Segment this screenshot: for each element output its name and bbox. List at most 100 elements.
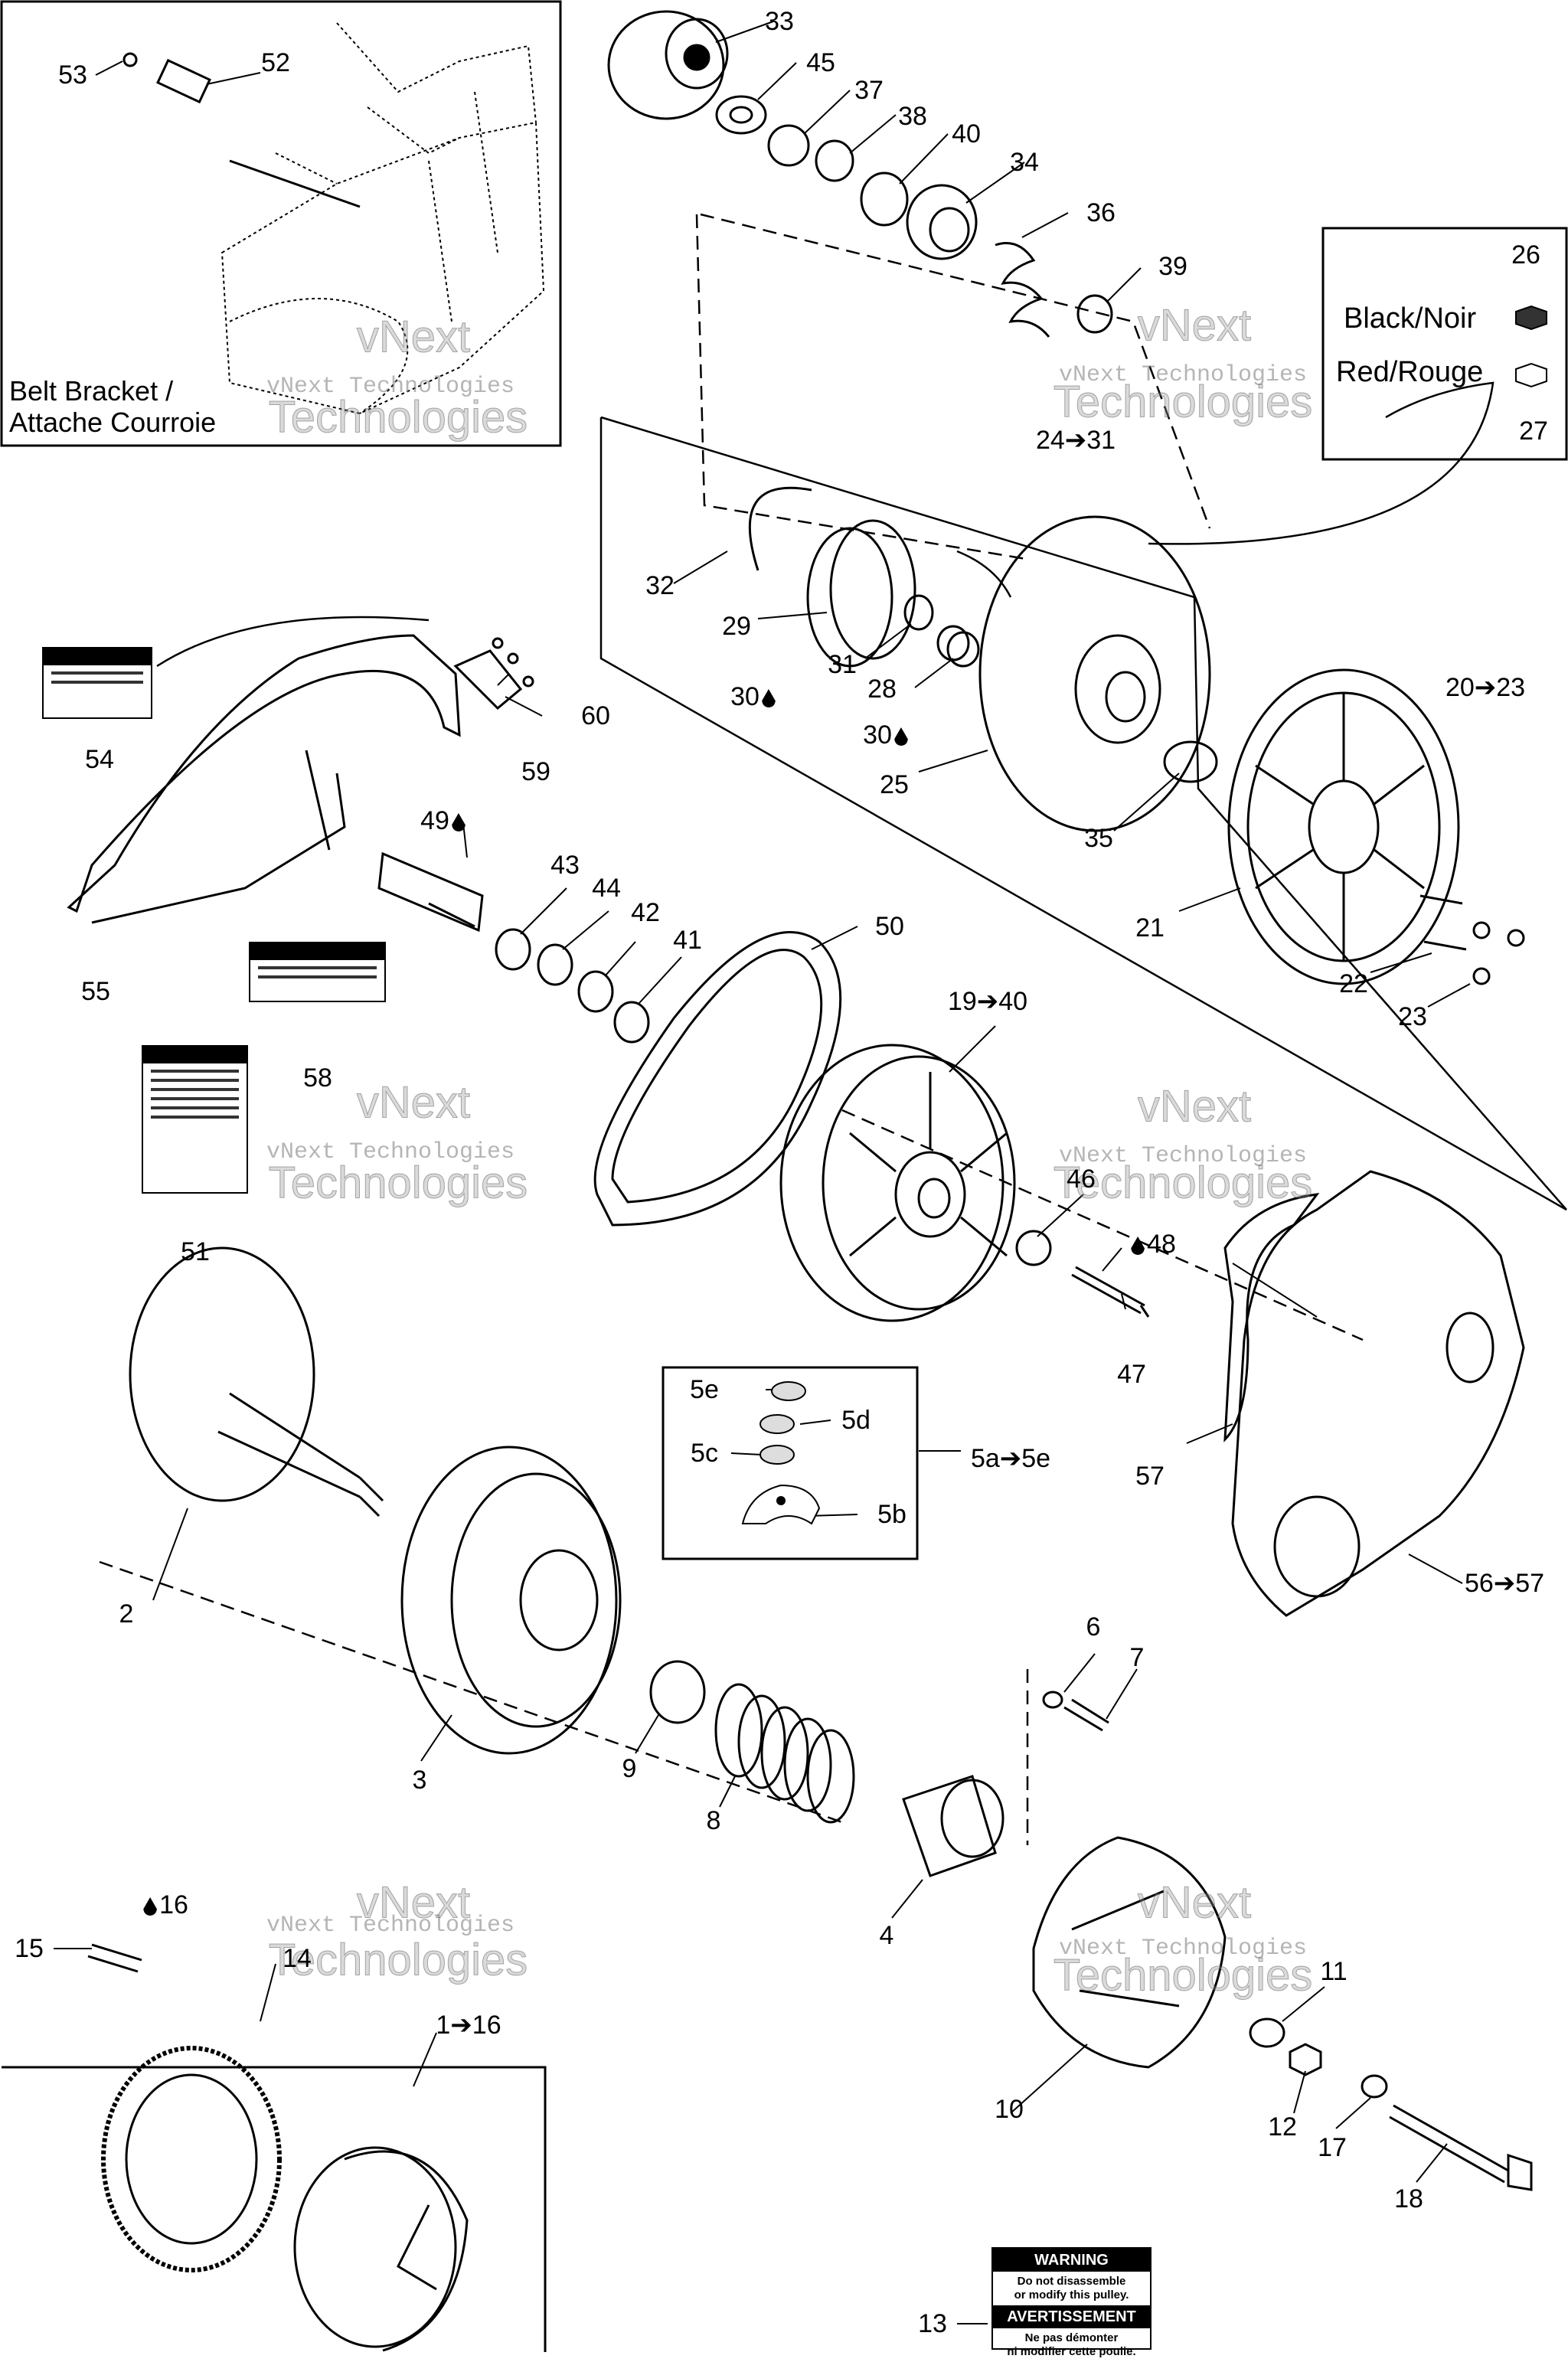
watermark-text: Technologies (268, 1935, 528, 1985)
part-label-28: 28 (867, 675, 897, 704)
part-label-8: 8 (706, 1806, 721, 1835)
kit-5-parts (741, 1381, 821, 1525)
part-57-seal (1223, 1193, 1320, 1442)
part-17 (1361, 2074, 1388, 2099)
part-37 (767, 124, 810, 167)
part-label-6: 6 (1086, 1612, 1101, 1642)
grease-drop-icon (1131, 1237, 1145, 1256)
part-label-11: 11 (1320, 1957, 1348, 1986)
grease-drop-icon (451, 813, 466, 832)
part-label-39: 39 (1158, 252, 1187, 281)
part-label-21: 21 (1135, 913, 1165, 943)
decal-51 (142, 1045, 248, 1194)
bracket-part-52 (156, 58, 211, 104)
part-40 (860, 172, 909, 227)
part-label-54: 54 (85, 745, 114, 774)
grease-drop-icon (761, 689, 776, 708)
part-60 (492, 637, 534, 688)
part-label-57: 57 (1135, 1462, 1165, 1491)
legend-label-red: Red/Rouge (1336, 356, 1484, 388)
part-18-bolt (1389, 2104, 1533, 2191)
watermark-text: Technologies (1053, 377, 1313, 427)
part-label-12: 12 (1268, 2112, 1297, 2141)
part-label-5e: 5e (690, 1375, 719, 1404)
part-47-bolt (1071, 1266, 1150, 1318)
part-label-56-57: 56➔57 (1464, 1569, 1545, 1598)
part-label-1-16: 1➔16 (436, 2011, 501, 2040)
part-43 (495, 928, 531, 971)
part-11 (1249, 2017, 1285, 2048)
part-32 (748, 486, 812, 571)
part-23-nuts (1472, 921, 1525, 985)
part-10 (1032, 1836, 1227, 2069)
part-9 (649, 1660, 706, 1724)
part-21 (1227, 668, 1460, 985)
nut-53 (122, 52, 138, 67)
part-label-55: 55 (81, 977, 110, 1006)
part-label-45: 45 (806, 48, 835, 77)
watermark-text: vNext Technologies (266, 1139, 515, 1165)
part-label-23: 23 (1398, 1002, 1427, 1031)
belt-bracket-inset-frame (0, 0, 562, 447)
part-label-13: 13 (918, 2309, 947, 2338)
part-label-43: 43 (550, 851, 580, 880)
frame-sketch (220, 22, 545, 415)
leader-lines (54, 21, 1471, 2324)
part-label-40: 40 (952, 119, 981, 149)
watermark-text: vNext (356, 312, 471, 362)
part-label-4: 4 (879, 1921, 894, 1950)
part-22-pins (1419, 894, 1467, 951)
color-legend-inset-frame (1321, 227, 1568, 461)
part-label-2: 2 (119, 1599, 134, 1629)
watermark-text: vNext (1137, 1081, 1252, 1132)
part-label-30-b: 30 (863, 722, 910, 748)
part-label-5d: 5d (841, 1406, 871, 1435)
grease-drop-icon (143, 1897, 158, 1916)
watermark-text: vNext (1137, 300, 1252, 351)
decal-54 (42, 647, 152, 719)
part-label-35: 35 (1084, 824, 1113, 853)
part-46 (1015, 1230, 1052, 1266)
part-label-59: 59 (521, 757, 550, 786)
part-label-26: 26 (1511, 240, 1540, 270)
part-4 (902, 1775, 1004, 1877)
watermark-text: vNext (1137, 1877, 1252, 1928)
belt-bracket-title: Belt Bracket / Attache Courroie (9, 375, 217, 439)
part-35 (1163, 740, 1218, 783)
watermark-text: Technologies (1053, 1158, 1313, 1208)
part-33 (607, 10, 729, 120)
ring-gear-inset-frame (2, 2066, 547, 2352)
part-45 (715, 95, 767, 135)
part-label-42: 42 (631, 898, 660, 927)
part-34 (906, 184, 978, 260)
part-label-20-23: 20➔23 (1445, 673, 1526, 702)
part-label-52: 52 (261, 48, 290, 77)
part-label-47: 47 (1117, 1360, 1146, 1389)
part-label-10: 10 (995, 2095, 1024, 2124)
part-label-18: 18 (1394, 2184, 1423, 2213)
part-label-60: 60 (581, 701, 610, 730)
part-label-31: 31 (828, 650, 857, 679)
part-50-belt (593, 931, 842, 1227)
part-1-pulley (293, 2146, 469, 2352)
part-label-32: 32 (645, 571, 675, 600)
part-label-34: 34 (1010, 148, 1039, 177)
part-36-spring (995, 242, 1050, 338)
part-label-51: 51 (181, 1237, 210, 1266)
part-7-screw (1063, 1698, 1109, 1732)
part-2 (129, 1246, 384, 1517)
part-19-40-pulley (779, 1044, 1016, 1322)
part-label-48: 48 (1129, 1231, 1176, 1257)
part-label-29: 29 (722, 612, 751, 641)
part-59 (453, 649, 523, 711)
part-42 (577, 970, 614, 1013)
part-38 (815, 139, 854, 182)
part-49-shaft (377, 851, 484, 933)
part-label-9: 9 (622, 1754, 637, 1783)
grease-drop-icon (893, 727, 908, 746)
cap-icon-black (1515, 305, 1547, 331)
part-label-7: 7 (1129, 1643, 1145, 1672)
part-label-5b: 5b (877, 1500, 906, 1529)
part-label-14: 14 (283, 1944, 312, 1973)
